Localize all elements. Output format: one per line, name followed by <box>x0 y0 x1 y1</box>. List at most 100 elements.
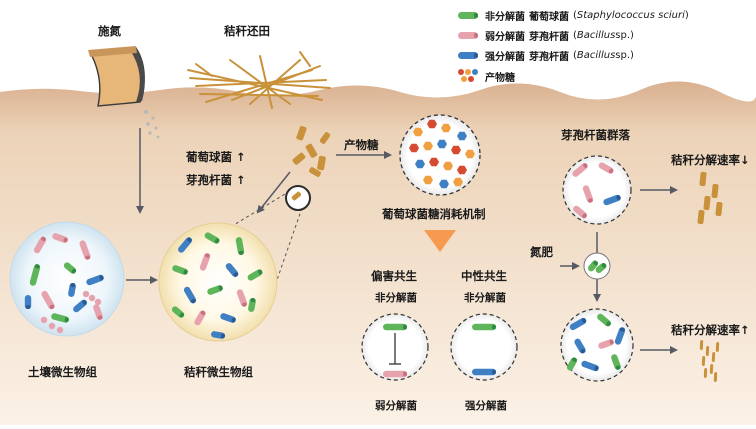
soil-cell-0 <box>33 236 47 254</box>
label-straw-microbiome: 秸秆微生物组 <box>184 365 253 379</box>
soil-cell-5 <box>86 274 104 286</box>
legend-blue-cell-icon <box>458 51 478 59</box>
residue-bottom-piece-6 <box>703 368 708 378</box>
label-bacillus-up: 芽孢杆菌 ↑ <box>186 173 246 187</box>
residue-top-piece-3 <box>715 201 723 217</box>
sugar-hex-0 <box>413 127 423 137</box>
residue-bottom-piece-3 <box>701 356 706 366</box>
residue-bottom-piece-4 <box>709 364 714 374</box>
label-neutralism: 中性共生 <box>461 269 507 283</box>
straw-cell-6 <box>247 269 263 281</box>
amensalism-non-decomposer <box>383 323 407 331</box>
label-decomp-down: 秸秆分解速率↓ <box>671 153 750 167</box>
community-top-cell-3 <box>603 194 621 206</box>
straw-cell-2 <box>235 237 245 255</box>
community-top-cell-4 <box>573 205 587 219</box>
residue-bottom-piece-1 <box>705 346 710 356</box>
community-bottom-cell-5 <box>581 360 599 372</box>
up-arrow-bacillus: ↑ <box>236 173 246 187</box>
funnel-arrow <box>424 230 456 252</box>
legend-row-strong-decomposer: 强分解菌芽孢杆菌(Bacillus sp.) <box>457 48 634 63</box>
straw-cell-7 <box>183 286 197 304</box>
sugar-hexagons <box>409 119 475 189</box>
residue-bottom-piece-7 <box>713 372 718 382</box>
residue-bottom-piece-0 <box>699 340 704 350</box>
straw-cell-9 <box>236 289 248 307</box>
soil-cell-6 <box>41 290 55 310</box>
label-nitrogen: 施氮 <box>98 24 121 38</box>
legend-row-product-sugar: 产物糖 <box>457 68 519 84</box>
sugar-hex-6 <box>437 139 447 149</box>
sugar-hex-13 <box>423 175 433 185</box>
label-staph-up: 葡萄球菌 ↑ <box>186 150 246 164</box>
soil-coccus-0 <box>40 316 48 324</box>
soil-coccus-3 <box>82 290 90 298</box>
community-bottom-cell-4 <box>598 339 614 349</box>
community-top-cell-1 <box>598 162 614 174</box>
soil-cell-3 <box>29 264 41 286</box>
nitrogen-cell-0 <box>588 260 598 272</box>
label-product-sugar: 产物糖 <box>344 138 379 152</box>
straw-residue-bottom <box>699 340 720 382</box>
label-weak-decomposer: 弱分解菌 <box>375 400 417 412</box>
residue-bottom-piece-5 <box>715 342 720 352</box>
straw-cell-12 <box>248 298 256 312</box>
label-strong-decomposer: 强分解菌 <box>465 400 507 412</box>
down-arrow: ↓ <box>740 153 750 167</box>
community-bottom-cell-6 <box>611 354 621 370</box>
sugar-hex-7 <box>451 145 461 155</box>
fertilizer-granules <box>144 110 160 139</box>
residue-bottom-piece-2 <box>711 352 716 362</box>
label-non-decomposer-2: 非分解菌 <box>464 292 506 304</box>
sugar-hex-9 <box>415 159 425 169</box>
label-amensalism: 偏害共生 <box>371 269 417 283</box>
soil-coccus-2 <box>56 326 64 334</box>
soil-coccus-1 <box>48 322 56 330</box>
sugar-hex-2 <box>441 123 451 133</box>
soil-cell-11 <box>68 283 76 297</box>
straw-cell-1 <box>204 232 220 244</box>
straw-cell-10 <box>194 310 206 326</box>
residue-top-piece-0 <box>699 171 707 187</box>
zoom-line-2 <box>269 207 303 301</box>
label-nitrogen-fertilizer: 氮肥 <box>530 245 553 259</box>
community-bottom-cell-7 <box>566 357 578 371</box>
soil-cell-7 <box>73 299 87 313</box>
legend-row-weak-decomposer: 弱分解菌芽孢杆菌(Bacillus sp.) <box>457 28 634 43</box>
soil-cell-1 <box>52 233 68 243</box>
soil-cell-8 <box>51 313 69 323</box>
straw-microbiome-circle <box>158 222 278 342</box>
straw-fragments <box>292 125 331 177</box>
soil-coccus-5 <box>94 298 102 306</box>
inhibition-line <box>389 333 401 365</box>
community-bottom-cell-2 <box>614 327 626 345</box>
soil-cell-4 <box>63 262 77 274</box>
straw-cell-4 <box>199 253 211 271</box>
nitrogen-cell-1 <box>595 263 607 273</box>
straw-cell-11 <box>220 313 236 323</box>
sugar-hex-5 <box>423 141 433 151</box>
community-bottom-cell-1 <box>597 313 611 327</box>
sugar-hex-4 <box>409 143 419 153</box>
residue-top-piece-1 <box>711 183 719 199</box>
label-decomp-up: 秸秆分解速率↑ <box>671 323 750 337</box>
straw-cell-14 <box>211 331 225 339</box>
zoom-line-1 <box>231 187 296 227</box>
sugar-hex-11 <box>443 161 453 171</box>
soil-cell-2 <box>79 240 91 260</box>
sugar-hex-8 <box>465 149 475 159</box>
label-soil-microbiome: 土壤微生物组 <box>28 365 97 379</box>
bacteria-cells <box>24 162 626 378</box>
sugar-hex-3 <box>457 131 467 141</box>
straw-cell-3 <box>172 265 188 275</box>
label-non-decomposer-1: 非分解菌 <box>375 292 417 304</box>
straw-cell-13 <box>171 306 185 318</box>
community-bottom-cell-0 <box>569 317 587 331</box>
legend-sugar-icon <box>458 69 478 82</box>
community-bottom-cell-3 <box>574 338 586 354</box>
straw-cell-5 <box>225 263 239 277</box>
neutralism-strong-decomposer <box>472 368 496 376</box>
label-bacillus-community: 芽孢杆菌群落 <box>561 128 630 142</box>
